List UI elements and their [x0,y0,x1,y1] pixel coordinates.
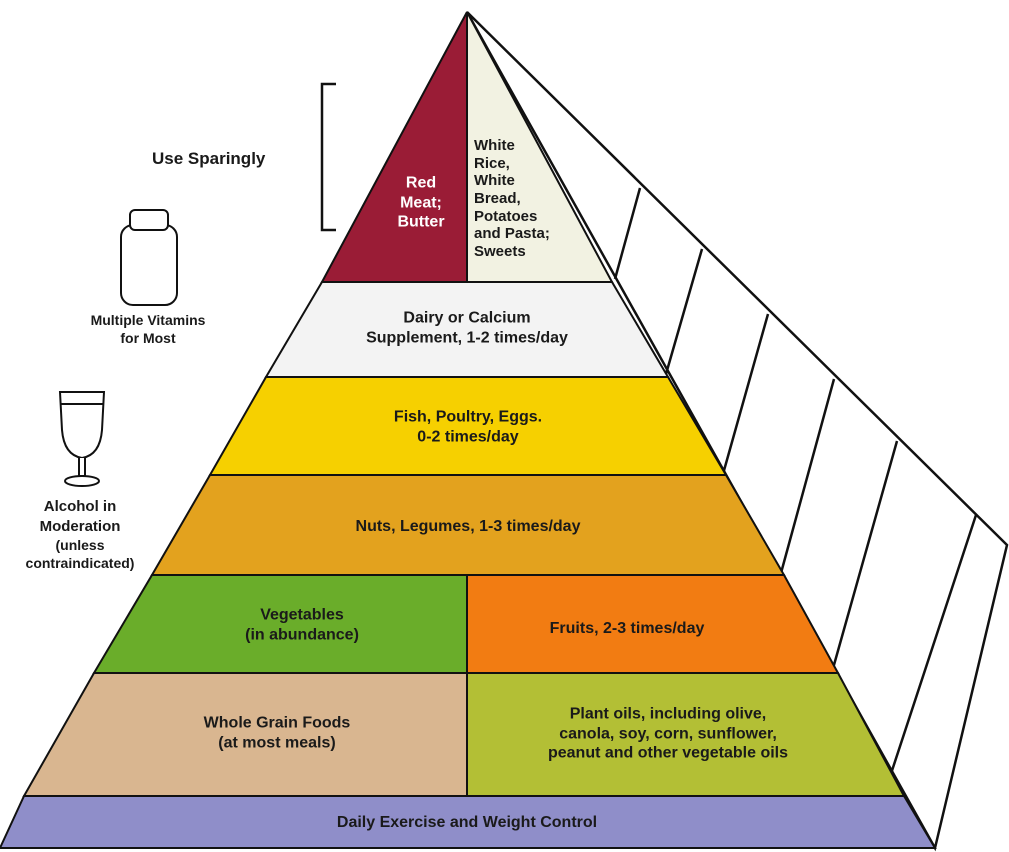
use-sparingly-bracket [320,82,336,232]
vitamin-bottle-icon [120,209,178,306]
label-white-rice: White Rice, White Bread, Potatoes and Pa… [474,137,550,261]
wine-glass-icon [58,391,106,487]
label-plant-oils: Plant oils, including olive, canola, soy… [547,705,789,762]
label-exercise: Daily Exercise and Weight Control [336,814,598,832]
side-face-ribs [613,187,978,796]
label-vegetables: Vegetables (in abundance) [245,606,359,643]
label-fish: Fish, Poultry, Eggs. 0-2 times/day [393,408,543,445]
label-dairy: Dairy or Calcium Supplement, 1-2 times/d… [366,309,568,346]
pyramid-side-face [465,11,1009,852]
use-sparingly-label: Use Sparingly [152,149,266,168]
tier-exercise [0,795,937,849]
tier-red-meat [320,11,468,283]
label-red-meat: Red Meat; Butter [397,174,445,231]
label-fruits: Fruits, 2-3 times/day [549,620,705,638]
label-nuts: Nuts, Legumes, 1-3 times/day [355,518,581,536]
label-whole-grain: Whole Grain Foods (at most meals) [203,714,351,751]
vitamins-label: Multiple Vitamins for Most [90,312,206,347]
alcohol-label: Alcohol in Moderation (unless contraindi… [25,498,135,572]
